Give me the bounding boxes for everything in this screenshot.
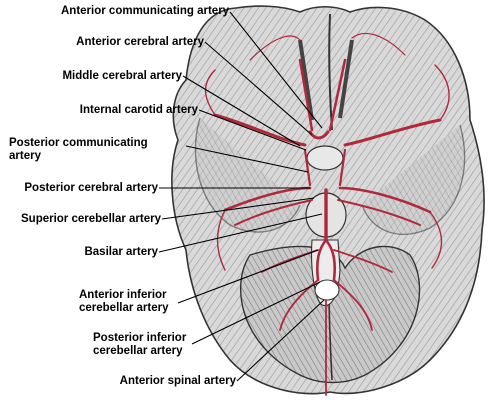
label-posterior-communicating-artery: Posterior communicating artery <box>9 137 148 162</box>
label-internal-carotid-artery: Internal carotid artery <box>79 104 198 116</box>
brain-outline <box>171 5 485 395</box>
label-superior-cerebellar-artery: Superior cerebellar artery <box>21 213 161 225</box>
label-posterior-inferior-cerebellar-artery: Posterior inferior cerebellar artery <box>93 332 187 357</box>
label-anterior-spinal-artery: Anterior spinal artery <box>119 375 236 387</box>
label-middle-cerebral-artery: Middle cerebral artery <box>62 70 182 82</box>
label-basilar-artery: Basilar artery <box>84 246 158 258</box>
label-anterior-communicating-artery: Anterior communicating artery <box>61 5 230 17</box>
label-posterior-cerebral-artery: Posterior cerebral artery <box>24 182 158 194</box>
label-anterior-cerebral-artery: Anterior cerebral artery <box>76 36 204 48</box>
leader-lines <box>158 11 325 382</box>
label-anterior-inferior-cerebellar-artery: Anterior inferior cerebellar artery <box>79 289 169 314</box>
vessel-network <box>204 32 450 396</box>
